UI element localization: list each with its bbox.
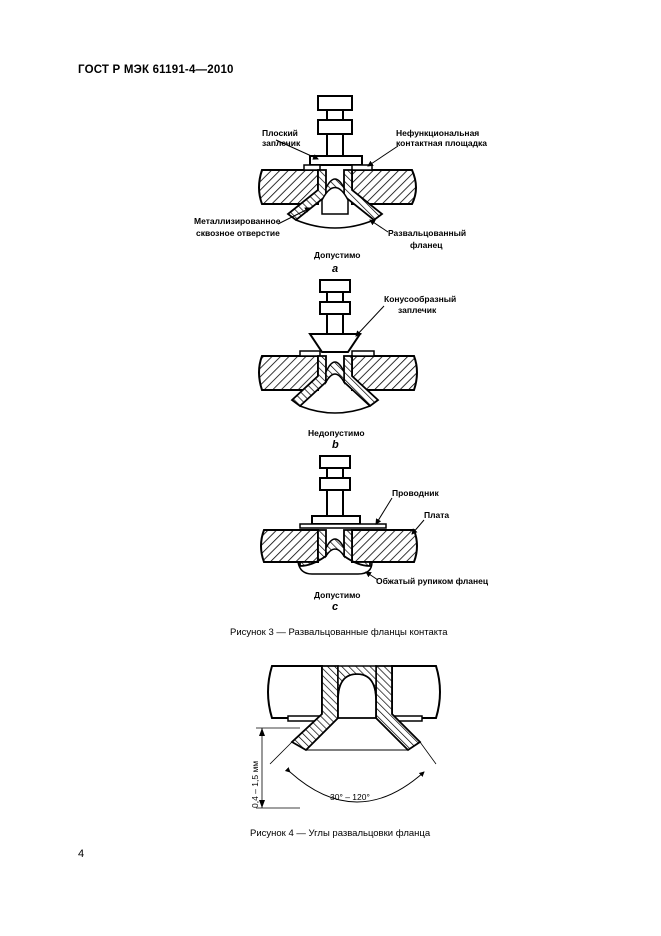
label-conical-punch-1: Конусообразный xyxy=(384,294,456,304)
figure-3a-drawing xyxy=(258,95,417,233)
angle-label: 30° – 120° xyxy=(330,792,370,802)
label-flared-flange-1: Развальцованный xyxy=(388,228,466,238)
document-header: ГОСТ Р МЭК 61191-4—2010 xyxy=(78,64,234,76)
page-number: 4 xyxy=(78,848,85,860)
label-plated-hole-2: сквозное отверстие xyxy=(196,228,280,238)
label-board: Плата xyxy=(424,510,449,520)
label-flat-punch-2: заплечик xyxy=(262,138,301,148)
verdict-b: Недопустимо xyxy=(308,428,365,438)
figure-3-caption: Рисунок 3 — Развальцованные фланцы конта… xyxy=(230,627,448,638)
figure-3b-drawing xyxy=(258,279,418,414)
dimension-label: 0,4 – 1,5 мм xyxy=(250,761,260,808)
subfigure-letter-a: a xyxy=(332,263,338,275)
label-flat-punch-1: Плоский xyxy=(262,128,298,138)
figure-4-caption: Рисунок 4 — Углы развальцовки фланца xyxy=(250,828,431,839)
label-plated-hole-1: Металлизированное xyxy=(194,216,281,226)
figure-3c-drawing xyxy=(260,455,425,581)
verdict-c: Допустимо xyxy=(314,590,360,600)
verdict-a: Допустимо xyxy=(314,250,360,260)
label-conductor: Проводник xyxy=(392,488,439,498)
label-flared-flange-2: фланец xyxy=(410,240,443,250)
label-nonfunctional-pad-2: контактная площадка xyxy=(396,138,487,148)
label-nonfunctional-pad-1: Нефункциональная xyxy=(396,128,479,138)
subfigure-letter-b: b xyxy=(332,439,339,451)
label-conical-punch-2: заплечик xyxy=(398,305,437,315)
label-rolled-flange: Обжатый рупиком фланец xyxy=(376,576,489,586)
figure-4-drawing xyxy=(256,665,441,809)
subfigure-letter-c: c xyxy=(332,601,338,613)
